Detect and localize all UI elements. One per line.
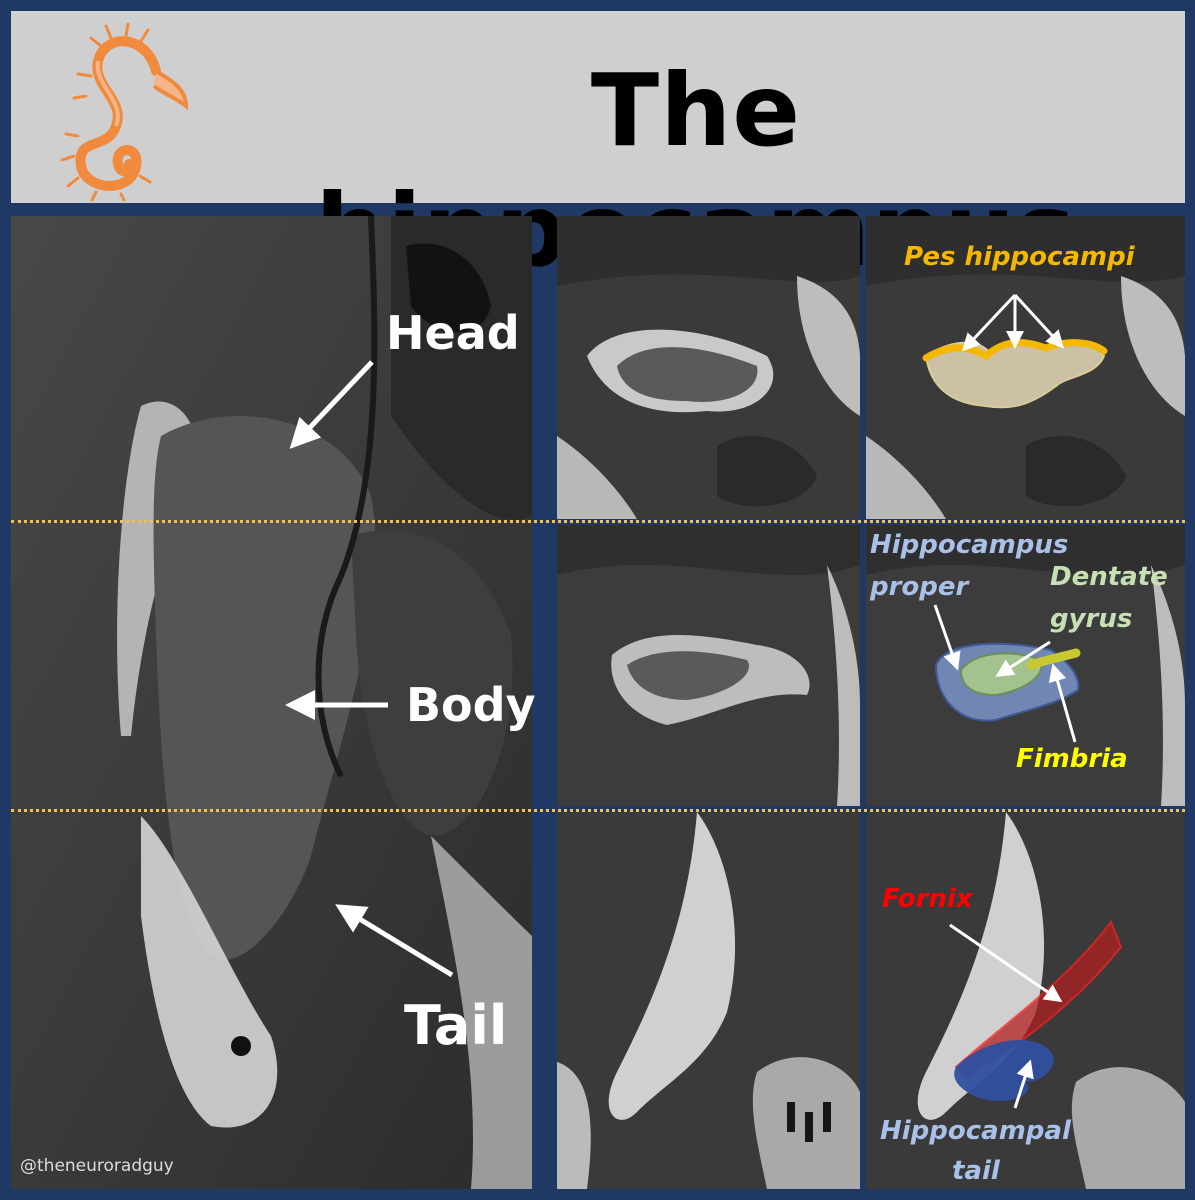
author-credit: @theneuroradguy <box>20 1156 174 1176</box>
sagittal-mri-panel <box>11 216 532 1189</box>
head-arrow <box>289 360 374 449</box>
tail-arrow <box>335 904 454 978</box>
label-hippocampal-tail-2: tail <box>952 1156 1000 1186</box>
hippocampus-proper-arrow <box>933 604 961 671</box>
fornix-arrow <box>949 923 1063 1003</box>
label-tail: Tail <box>404 994 508 1057</box>
label-body: Body <box>406 678 536 732</box>
label-head: Head <box>386 306 520 360</box>
axial-mri-head-annotated <box>866 216 1185 519</box>
separator-line-body-tail <box>11 809 1185 812</box>
label-hippocampal-tail-1: Hippocampal <box>880 1116 1071 1146</box>
pes-arrow-3 <box>1013 293 1065 349</box>
pes-arrow-1 <box>961 293 1017 352</box>
axial-mri-body-annotated <box>866 525 1185 806</box>
label-pes-hippocampi: Pes hippocampi <box>904 242 1135 272</box>
axial-mri-body <box>557 525 860 806</box>
dentate-gyrus-arrow <box>995 640 1051 677</box>
label-fornix: Fornix <box>882 884 973 914</box>
hippocampal-tail-arrow <box>1013 1059 1034 1109</box>
axial-mri-tail <box>557 812 860 1189</box>
seahorse-icon <box>60 22 189 201</box>
fimbria-arrow <box>1048 663 1077 743</box>
label-fimbria: Fimbria <box>1016 744 1128 774</box>
label-hippocampus-proper-2: proper <box>870 572 969 602</box>
axial-mri-head <box>557 216 860 519</box>
separator-line-head-body <box>11 520 1185 523</box>
label-hippocampus-proper-1: Hippocampus <box>870 530 1069 560</box>
sagittal-mri-image <box>11 216 532 1189</box>
axial-mri-tail-annotated <box>866 812 1185 1189</box>
label-dentate-gyrus-1: Dentate <box>1050 562 1168 592</box>
label-dentate-gyrus-2: gyrus <box>1050 604 1133 634</box>
